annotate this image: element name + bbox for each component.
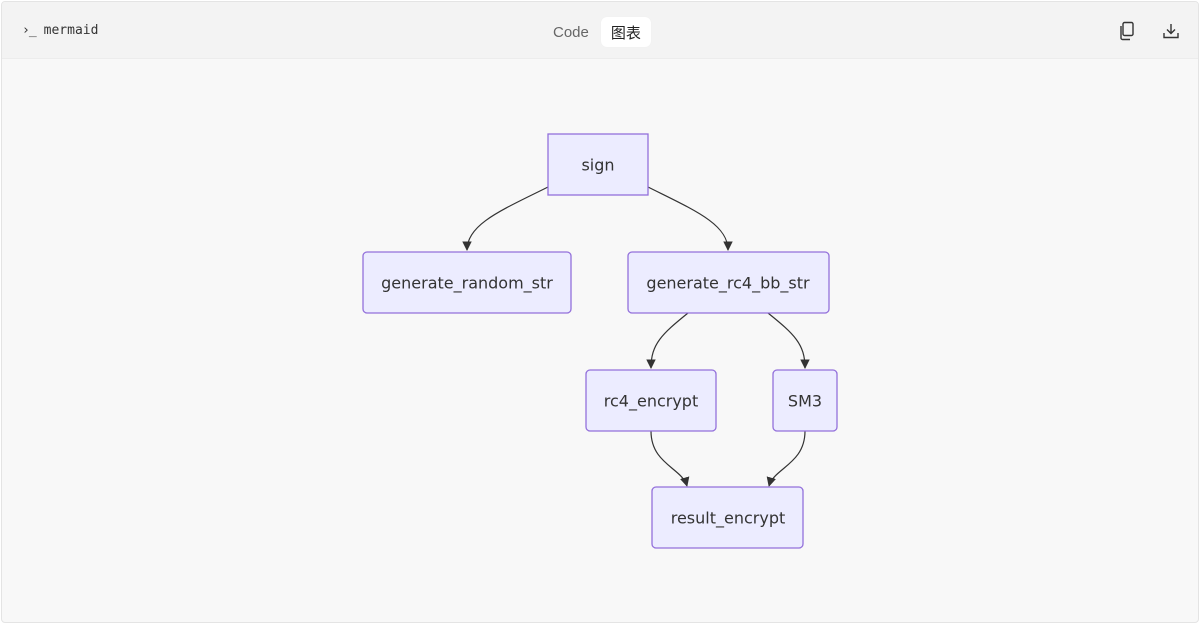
edge-generate-rc4-bb-str-sm3 bbox=[767, 312, 810, 369]
edge-sign-generate-random-str bbox=[462, 186, 549, 251]
copy-icon[interactable] bbox=[1116, 20, 1138, 42]
node-label: result_encrypt bbox=[671, 509, 786, 529]
node-generate-random-str[interactable]: generate_random_str bbox=[362, 251, 572, 314]
node-label: generate_rc4_bb_str bbox=[646, 274, 810, 294]
node-label: rc4_encrypt bbox=[604, 392, 698, 412]
node-label: SM3 bbox=[788, 392, 822, 411]
tab-diagram[interactable]: 图表 bbox=[600, 17, 651, 47]
edge-sign-generate-rc4-bb-str bbox=[647, 186, 733, 251]
node-sm3[interactable]: SM3 bbox=[772, 369, 838, 432]
view-tabs: Code 图表 bbox=[543, 17, 651, 47]
node-label: generate_random_str bbox=[381, 274, 553, 294]
node-rc4-encrypt[interactable]: rc4_encrypt bbox=[585, 369, 717, 432]
node-label: sign bbox=[581, 156, 614, 175]
language-label: ›_ mermaid bbox=[22, 23, 98, 38]
edges bbox=[462, 186, 810, 487]
tab-code[interactable]: Code bbox=[553, 23, 589, 41]
terminal-icon: ›_ bbox=[22, 23, 37, 38]
edge-generate-rc4-bb-str-rc4-encrypt bbox=[646, 312, 689, 369]
node-result-encrypt[interactable]: result_encrypt bbox=[651, 486, 804, 549]
node-sign[interactable]: sign bbox=[547, 133, 649, 196]
code-block-toolbar: ›_ mermaid Code 图表 bbox=[2, 2, 1198, 59]
edge-rc4-encrypt-result-encrypt bbox=[650, 430, 690, 487]
language-name: mermaid bbox=[43, 23, 99, 38]
node-generate-rc4-bb-str[interactable]: generate_rc4_bb_str bbox=[627, 251, 830, 314]
edge-sm3-result-encrypt bbox=[766, 430, 806, 487]
download-icon[interactable] bbox=[1160, 20, 1182, 42]
